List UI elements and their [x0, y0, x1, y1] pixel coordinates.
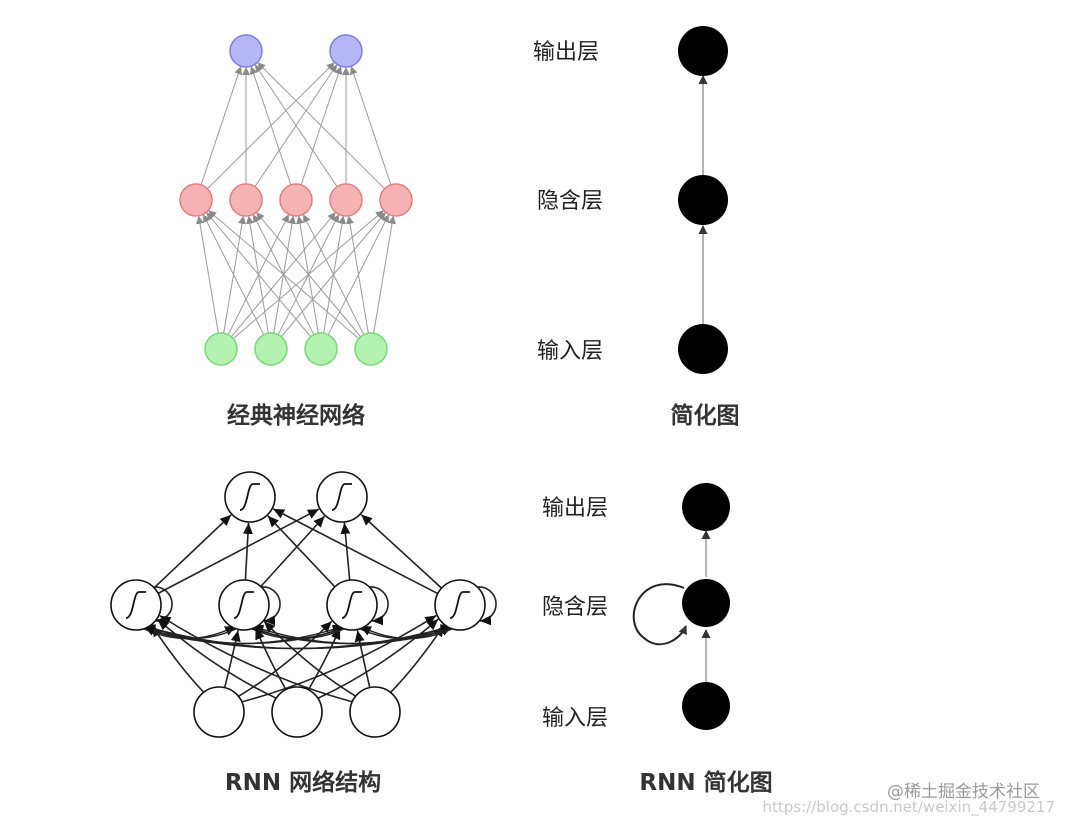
rnn-edge-input-3-to-hidden-2 [263, 620, 357, 697]
rnn-edge-hidden-4-to-hidden-3 [359, 625, 455, 640]
rnn-edge-hidden-3-to-output-1 [267, 515, 336, 588]
rnn-edge-input-3-to-hidden-1 [159, 614, 353, 703]
rnn-input-layer-label: 输入层 [542, 706, 608, 731]
input-neuron-2 [254, 332, 288, 366]
edge-input-4-to-hidden-4 [346, 215, 369, 334]
rnn-edge-hidden-4-to-hidden-2 [251, 624, 455, 645]
rnn-edge-input-3-to-hidden-3 [354, 630, 371, 688]
edge-input-2-to-hidden-1 [203, 214, 265, 335]
rnn-edge-input-1-to-hidden-3 [238, 620, 333, 698]
rnn-simplified-diagram: 输出层 隐含层 输入层 [542, 483, 730, 731]
simplified-diagram: 输出层 隐含层 输入层 [533, 26, 728, 374]
rnn-edge-hidden-4-to-output-2 [360, 513, 443, 589]
input-neuron-4 [354, 332, 388, 366]
rnn-edge-hidden-2-to-hidden-1 [143, 625, 239, 640]
input-neuron-1 [204, 332, 238, 366]
edge-input-4-to-hidden-2 [256, 212, 362, 338]
classic-network-caption: 经典神经网络 [227, 402, 365, 429]
rnn-self-loop-hidden-1 [153, 586, 173, 626]
rnn-edge-hidden-1-to-output-1 [153, 514, 232, 589]
rnn-hidden-neuron-1-activation-icon [125, 591, 146, 619]
rnn-connections [141, 508, 497, 703]
hidden-neuron-4 [329, 183, 363, 217]
classic-network-neurons [179, 34, 413, 366]
watermark-url: https://blog.csdn.net/weixin_44799217 [762, 798, 1055, 817]
rnn-input-neuron-1 [193, 686, 245, 738]
edge-input-4-to-hidden-5 [373, 215, 396, 334]
rnn-simplified-hidden-node [682, 579, 730, 627]
rnn-self-loop-hidden-2 [261, 586, 281, 626]
hidden-neuron-1 [179, 183, 213, 217]
edge-input-1-to-hidden-1 [196, 215, 219, 334]
rnn-hidden-neuron-1 [110, 579, 162, 631]
output-neuron-2 [329, 34, 363, 68]
top-hidden-layer-label: 隐含层 [537, 189, 603, 214]
rnn-hidden-neuron-2 [218, 579, 270, 631]
hidden-neuron-5 [379, 183, 413, 217]
edge-hidden-4-to-output-1 [254, 64, 338, 187]
hidden-neuron-3 [279, 183, 313, 217]
rnn-output-neuron-2 [316, 471, 368, 523]
hidden-neuron-2 [229, 183, 263, 217]
edge-hidden-3-to-output-1 [249, 66, 292, 185]
top-output-layer-label: 输出层 [533, 40, 599, 65]
top-input-layer-label: 输入层 [537, 339, 603, 364]
rnn-self-loop-hidden-3 [369, 586, 389, 626]
classic-neural-network [179, 34, 413, 366]
rnn-edge-hidden-4-to-hidden-1 [143, 624, 455, 650]
edge-hidden-1-to-output-1 [200, 66, 243, 185]
rnn-edge-input-2-to-hidden-1 [157, 618, 277, 699]
rnn-edge-hidden-4-to-output-1 [272, 508, 439, 595]
rnn-edge-hidden-3-to-output-2 [340, 522, 351, 581]
simplified-caption: 简化图 [671, 402, 740, 429]
rnn-hidden-neuron-3-activation-icon [341, 591, 362, 619]
rnn-simplified-recurrent-loop [632, 583, 687, 646]
rnn-output-neuron-2-activation-icon [331, 483, 352, 511]
simplified-input-node [678, 324, 728, 374]
simplified-hidden-node [678, 175, 728, 225]
rnn-hidden-neuron-4 [434, 579, 486, 631]
rnn-edge-input-1-to-hidden-4 [241, 614, 437, 703]
rnn-simplified-input-node [682, 682, 730, 730]
edge-hidden-5-to-output-2 [349, 66, 392, 185]
rnn-edge-hidden-2-to-output-1 [242, 522, 253, 581]
edge-input-3-to-hidden-1 [206, 212, 312, 338]
rnn-edge-input-2-to-hidden-4 [317, 618, 439, 700]
input-neuron-3 [304, 332, 338, 366]
rnn-output-neuron-1-activation-icon [239, 483, 260, 511]
watermark-brand: @稀土掘金技术社区 [887, 782, 1040, 802]
rnn-input-neuron-2 [271, 686, 323, 738]
edge-input-4-to-hidden-3 [303, 214, 365, 335]
edge-hidden-5-to-output-1 [257, 62, 386, 190]
rnn-hidden-neuron-4-activation-icon [449, 591, 470, 619]
rnn-network-structure [110, 471, 497, 738]
rnn-hidden-neuron-2-activation-icon [233, 591, 254, 619]
rnn-simplified-output-node [682, 483, 730, 531]
rnn-self-loop-hidden-4 [477, 586, 497, 626]
rnn-simplified-caption: RNN 简化图 [639, 769, 772, 796]
edge-input-4-to-hidden-1 [208, 210, 360, 340]
rnn-edge-hidden-1-to-output-2 [157, 508, 320, 595]
simplified-output-node [678, 26, 728, 76]
rnn-input-neuron-3 [349, 686, 401, 738]
rnn-hidden-neuron-3 [326, 579, 378, 631]
rnn-output-layer-label: 输出层 [542, 496, 608, 521]
rnn-output-neuron-1 [224, 471, 276, 523]
rnn-neurons [110, 471, 486, 738]
rnn-edge-hidden-2-to-output-2 [260, 515, 326, 588]
output-neuron-1 [229, 34, 263, 68]
rnn-network-caption: RNN 网络结构 [225, 769, 381, 796]
rnn-hidden-layer-label: 隐含层 [542, 595, 608, 620]
rnn-edge-input-1-to-hidden-2 [223, 630, 241, 688]
classic-network-connections [196, 62, 396, 340]
rnn-edge-hidden-3-to-hidden-1 [143, 624, 347, 645]
